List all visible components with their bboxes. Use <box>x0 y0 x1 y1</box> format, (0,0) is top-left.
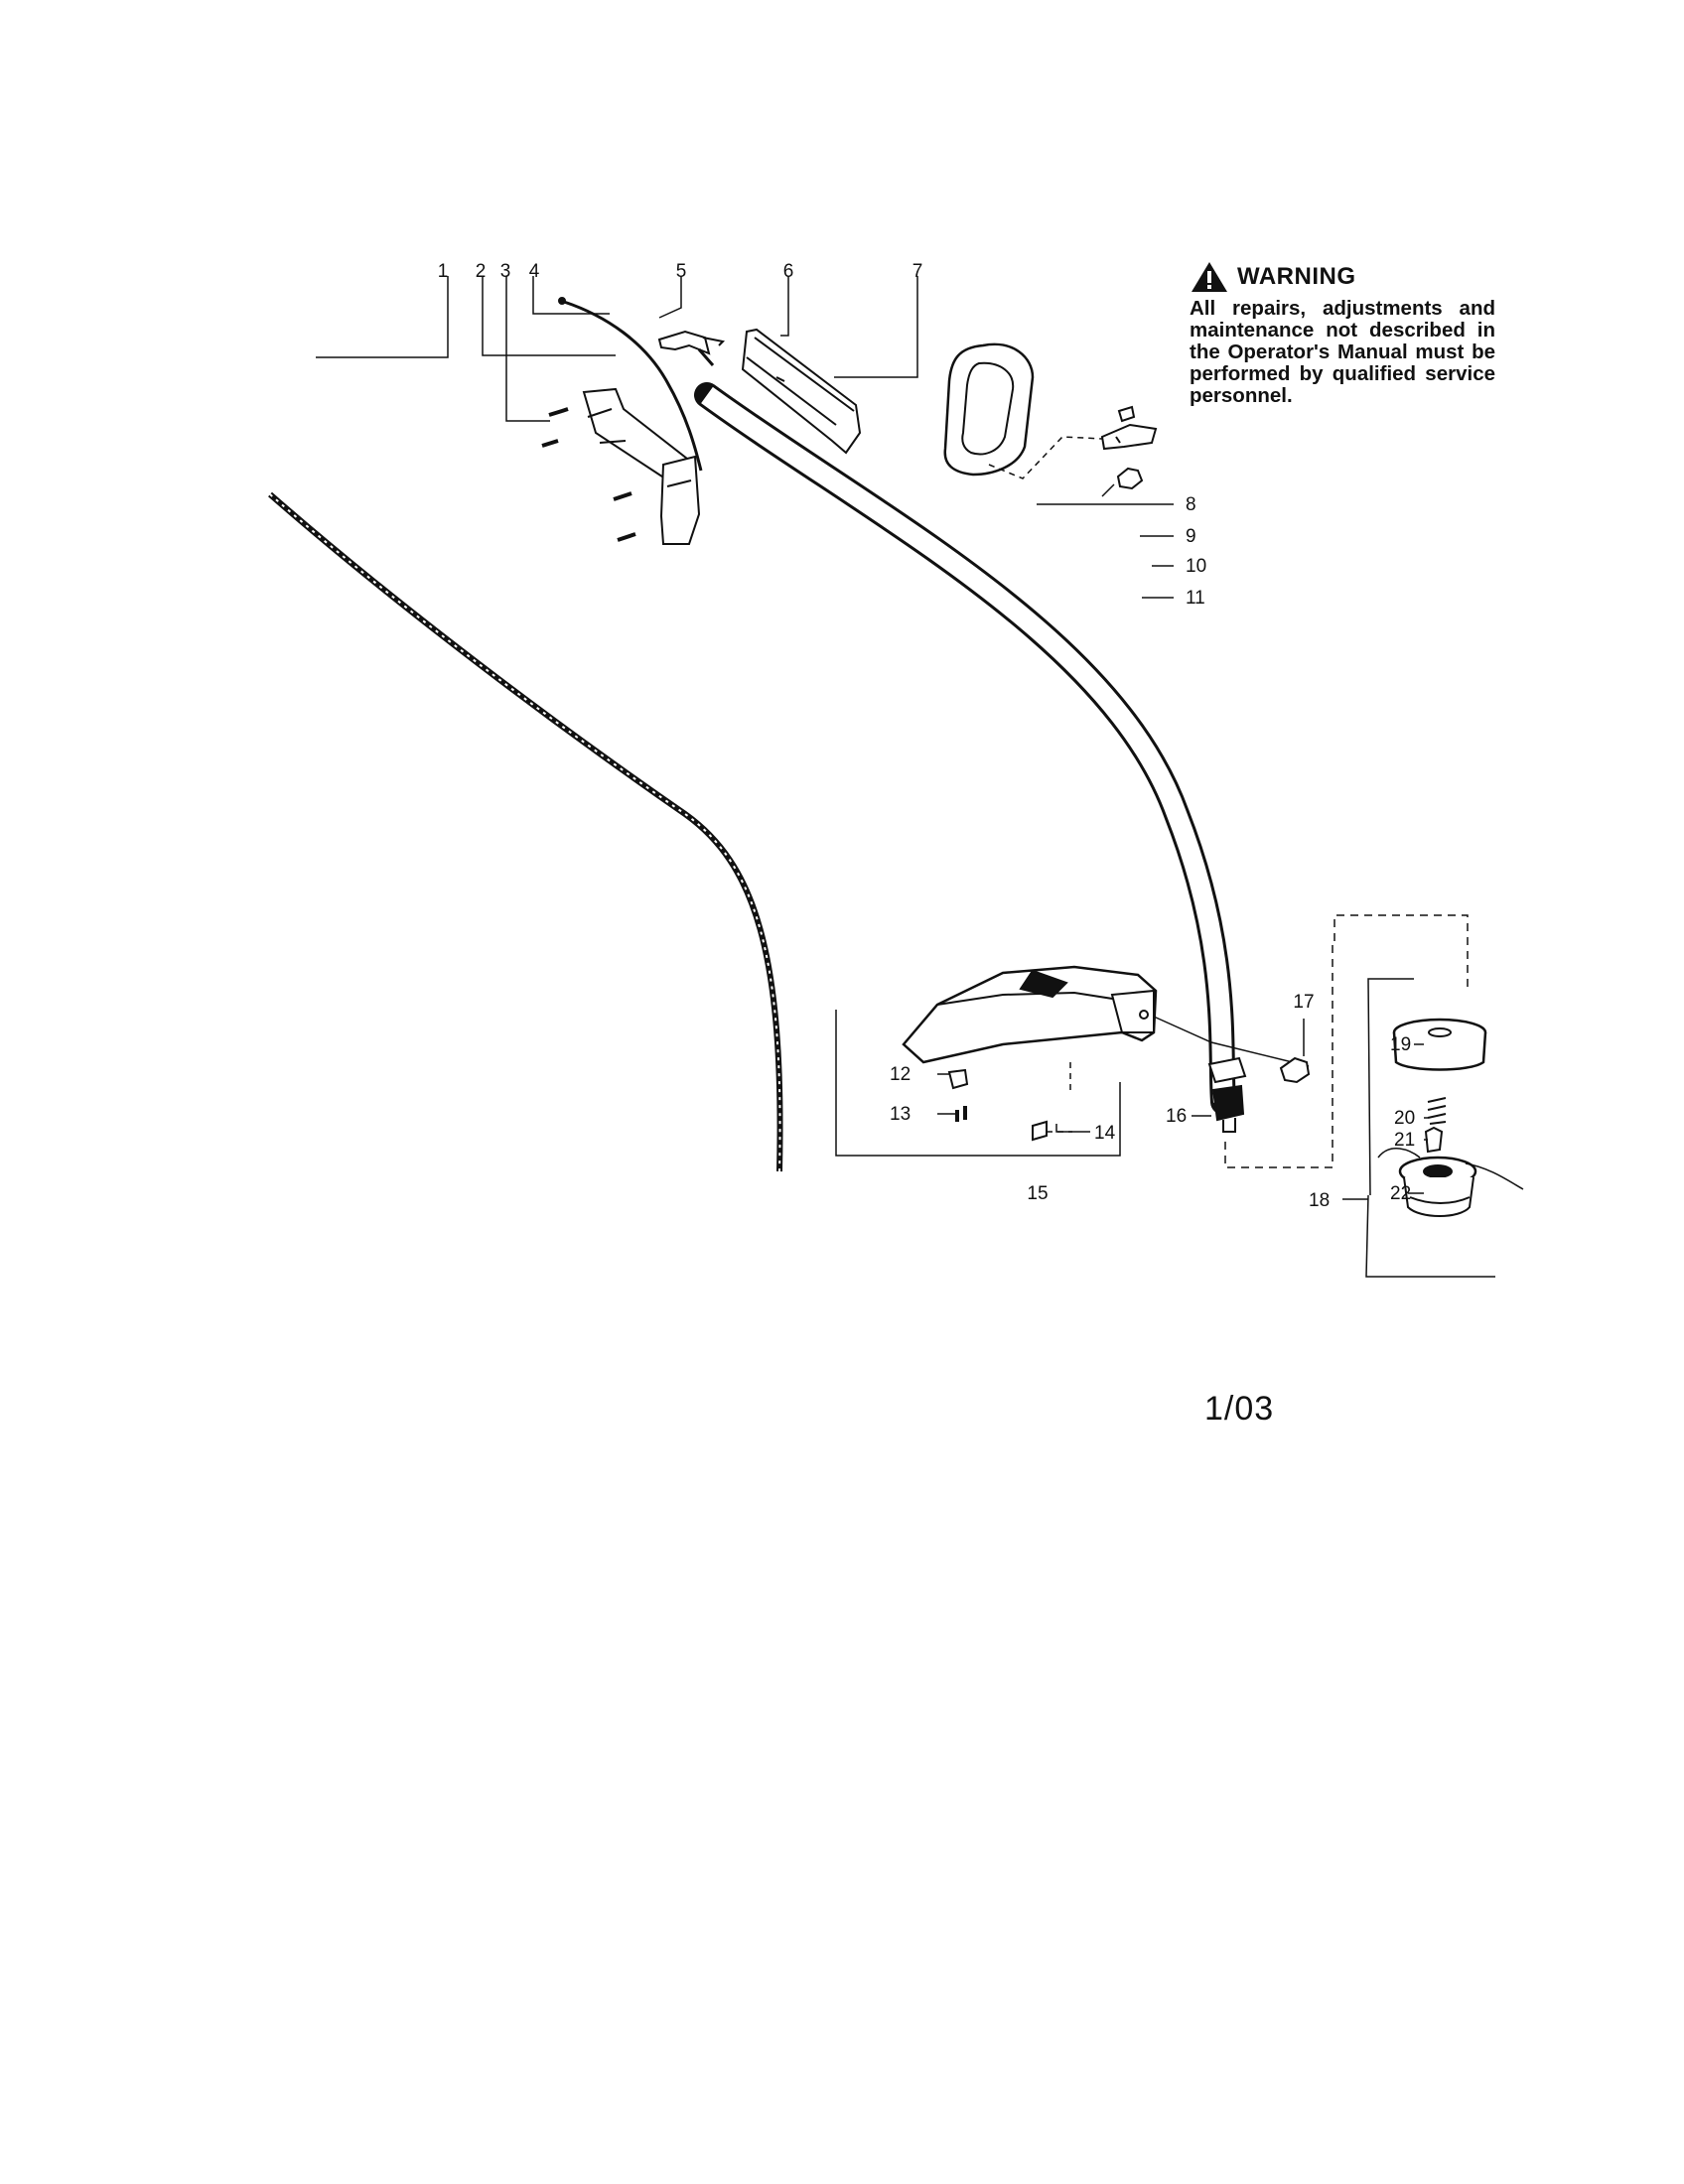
loop-handle-hardware <box>1100 405 1158 497</box>
callout-19: 19 <box>1390 1034 1411 1055</box>
callout-1: 1 <box>438 261 449 282</box>
spring-part-20 <box>1427 1097 1447 1125</box>
callout-3: 3 <box>500 261 511 282</box>
guard-hardware <box>947 1068 1048 1142</box>
spool-hub-part-22 <box>1377 1148 1524 1217</box>
guard-part-15 <box>902 965 1158 1064</box>
eyelet-part-21 <box>1424 1126 1444 1154</box>
spool-cap-part-19 <box>1392 1018 1487 1071</box>
callout-14: 14 <box>1094 1123 1116 1144</box>
throttle-cable-part-4 <box>563 300 703 472</box>
date-code: 1/03 <box>1204 1390 1275 1428</box>
bracket-part-15 <box>835 1010 1121 1157</box>
callout-13: 13 <box>890 1104 911 1125</box>
warning-notice: WARNING All repairs, adjustments and mai… <box>1190 260 1495 407</box>
loop-handle-part-8 <box>943 342 1035 477</box>
callout-6: 6 <box>783 261 794 282</box>
dashed-guide <box>1047 1062 1072 1133</box>
handle-lower-part-2 <box>659 455 701 545</box>
callout-4: 4 <box>529 261 540 282</box>
warning-text: All repairs, adjustments and maintenance… <box>1190 297 1495 407</box>
callout-20: 20 <box>1394 1108 1415 1129</box>
callout-18: 18 <box>1309 1190 1330 1211</box>
callout-11: 11 <box>1186 588 1205 609</box>
callout-22: 22 <box>1390 1183 1411 1204</box>
warning-triangle-icon <box>1192 262 1227 292</box>
callout-8: 8 <box>1186 494 1196 515</box>
guard-mount-line <box>1153 1016 1310 1067</box>
warning-title: WARNING <box>1237 263 1356 290</box>
callout-7: 7 <box>912 261 923 282</box>
handle-bracket-part-6 <box>741 328 862 455</box>
callout-5: 5 <box>676 261 687 282</box>
callout-9: 9 <box>1186 526 1196 547</box>
dashed-guide <box>988 436 1103 479</box>
callout-10: 10 <box>1186 556 1206 577</box>
callout-15: 15 <box>1027 1183 1048 1204</box>
clamp-part-16 <box>1207 1056 1247 1133</box>
warning-header: WARNING <box>1190 260 1495 294</box>
outer-tube-part-7 <box>694 382 1236 1115</box>
callout-17: 17 <box>1293 992 1314 1013</box>
screw-icon <box>541 407 636 542</box>
callout-2: 2 <box>476 261 487 282</box>
throttle-trigger-part-5 <box>657 330 726 366</box>
cable-end-icon <box>558 297 566 305</box>
callout-12: 12 <box>890 1064 911 1085</box>
bracket-part-18 <box>1365 978 1495 1278</box>
leader-lines <box>316 276 1428 1200</box>
callout-labels: 1 2 3 4 5 6 7 8 9 10 11 12 13 14 15 16 1… <box>438 261 1415 1211</box>
dashed-guide <box>1224 914 1469 1168</box>
callout-21: 21 <box>1394 1130 1415 1151</box>
wing-nut-part-17 <box>1279 1056 1311 1084</box>
drive-shaft-part-1 <box>268 491 783 1172</box>
callout-16: 16 <box>1166 1106 1187 1127</box>
